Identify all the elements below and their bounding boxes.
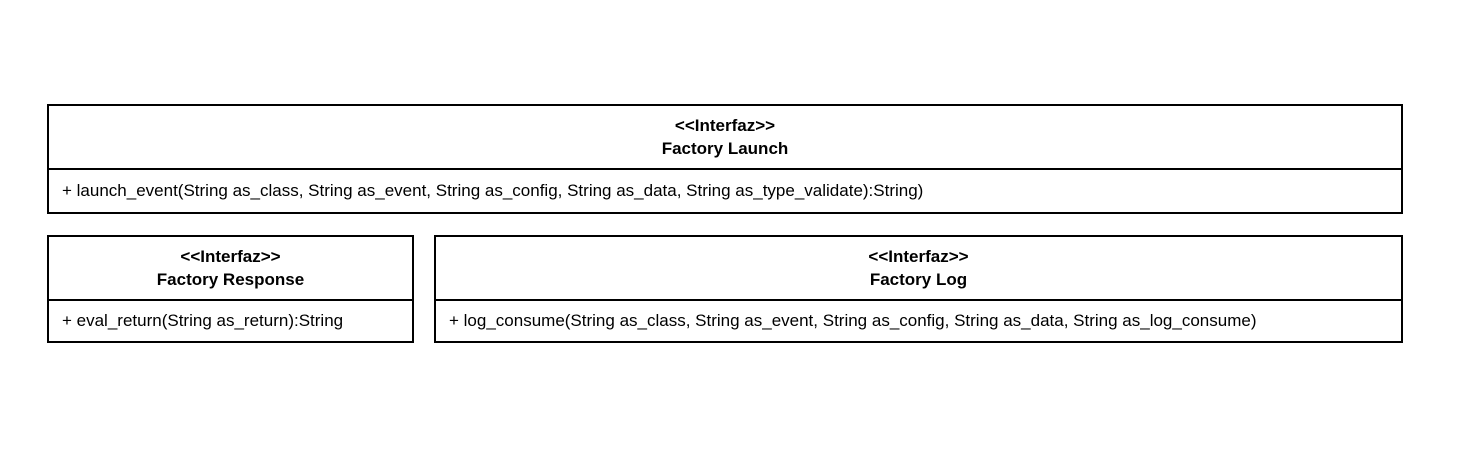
interface-header: <<Interfaz>> Factory Response [49,237,412,301]
interface-method: + launch_event(String as_class, String a… [62,181,924,200]
interface-box-factory-response: <<Interfaz>> Factory Response + eval_ret… [47,235,414,343]
interface-box-factory-launch: <<Interfaz>> Factory Launch + launch_eve… [47,104,1403,214]
interface-name: Factory Log [869,270,968,289]
interface-methods-compartment: + eval_return(String as_return):String [49,301,412,341]
interface-method: + log_consume(String as_class, String as… [449,311,1257,330]
interface-methods-compartment: + launch_event(String as_class, String a… [49,170,1401,212]
interface-header: <<Interfaz>> Factory Log [436,237,1401,301]
interface-name: Factory Launch [661,139,789,158]
interface-stereotype: <<Interfaz>> [868,247,969,266]
interface-name: Factory Response [156,270,305,289]
interface-stereotype: <<Interfaz>> [180,247,281,266]
interface-method: + eval_return(String as_return):String [62,311,344,330]
interface-methods-compartment: + log_consume(String as_class, String as… [436,301,1401,341]
interface-stereotype: <<Interfaz>> [674,116,776,135]
interface-header: <<Interfaz>> Factory Launch [49,106,1401,170]
interface-box-factory-log: <<Interfaz>> Factory Log + log_consume(S… [434,235,1403,343]
